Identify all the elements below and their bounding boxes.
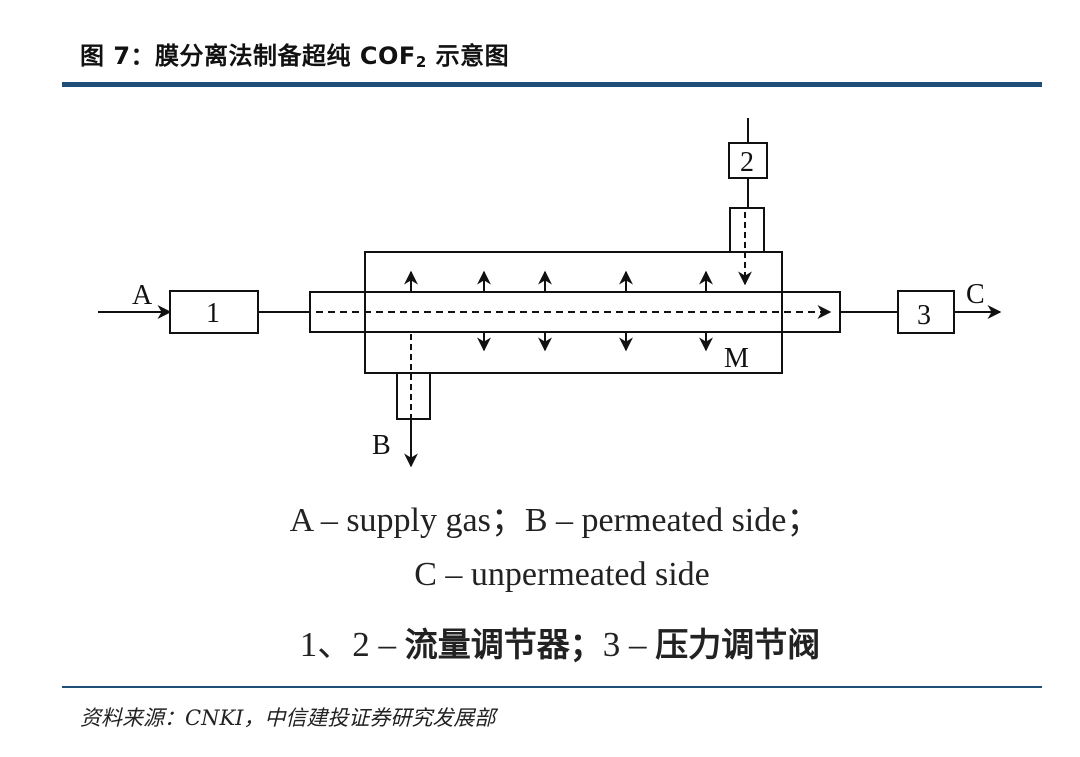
flow-regulator-2-box <box>728 142 768 179</box>
caption-line-1: A – supply gas；B – permeated side； <box>289 502 821 539</box>
bottom-divider <box>62 686 1042 688</box>
top-inlet-pipe <box>729 207 765 253</box>
caption-line-2: C – unpermeated side <box>414 556 710 593</box>
top-divider <box>62 82 1042 87</box>
label-box-2: 2 <box>740 147 754 178</box>
label-box-1: 1 <box>206 298 220 329</box>
label-c: C <box>966 279 985 310</box>
caption-line-3: 1、2 – 流量调节器；3 – 压力调节阀 <box>299 625 821 664</box>
source-note: 资料来源：CNKI，中信建投证券研究发展部 <box>80 706 496 730</box>
pressure-valve-3-box <box>897 290 955 334</box>
label-b: B <box>372 430 391 461</box>
label-box-3: 3 <box>917 300 931 331</box>
figure-title: 图 7：膜分离法制备超纯 COF2 示意图 <box>80 42 510 71</box>
bottom-outlet-pipe <box>396 372 431 420</box>
label-m: M <box>724 343 749 374</box>
label-a: A <box>132 280 153 311</box>
